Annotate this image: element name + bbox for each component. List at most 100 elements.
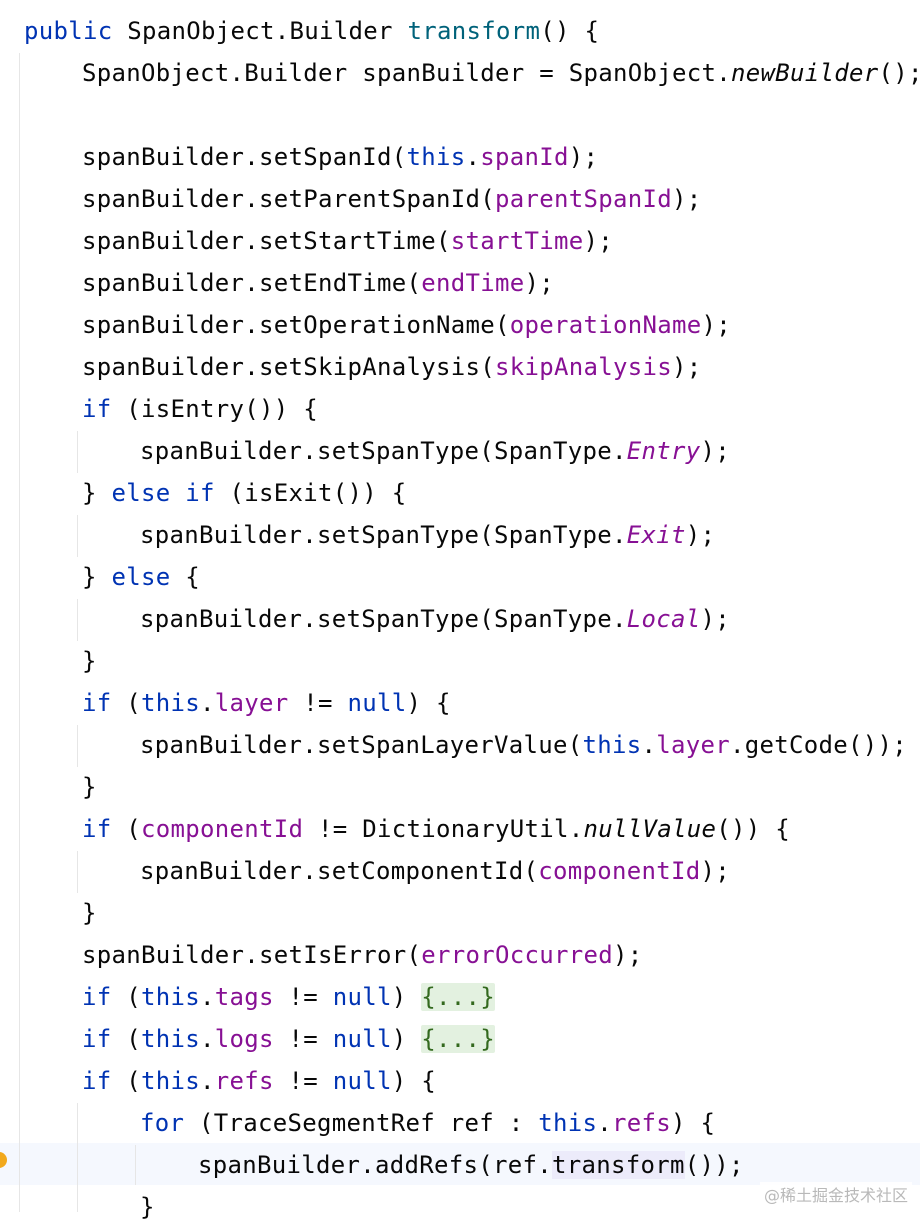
code-line[interactable]: spanBuilder.setSkipAnalysis(skipAnalysis… bbox=[82, 346, 701, 388]
code-token: . bbox=[597, 1109, 612, 1137]
code-token: () { bbox=[540, 17, 600, 45]
code-token: ( bbox=[111, 1025, 141, 1053]
code-token: . bbox=[200, 1025, 215, 1053]
keyword-token: if bbox=[82, 689, 112, 717]
code-line[interactable]: } bbox=[82, 640, 97, 682]
code-line[interactable]: } bbox=[82, 892, 97, 934]
code-token: . bbox=[465, 143, 481, 171]
field-token: endTime bbox=[421, 269, 525, 297]
indent-guide-if-layer bbox=[77, 725, 78, 767]
code-token: . bbox=[200, 689, 215, 717]
code-line[interactable]: spanBuilder.setComponentId(componentId); bbox=[140, 850, 730, 892]
code-line[interactable]: spanBuilder.setSpanType(SpanType.Entry); bbox=[140, 430, 730, 472]
field-token: logs bbox=[214, 1025, 274, 1053]
enum-constant-token: Entry bbox=[626, 437, 701, 465]
indent-guide-if-refs bbox=[77, 1103, 78, 1212]
code-token: != DictionaryUtil. bbox=[303, 815, 584, 843]
code-token: spanBuilder.addRefs(ref. bbox=[198, 1151, 552, 1179]
folded-block[interactable]: {...} bbox=[421, 1025, 495, 1053]
code-token: ) { bbox=[391, 1067, 436, 1095]
code-token: (isEntry()) { bbox=[111, 395, 318, 423]
code-token: != bbox=[288, 689, 348, 717]
code-line[interactable]: spanBuilder.setSpanLayerValue(this.layer… bbox=[140, 724, 907, 766]
field-token: layer bbox=[214, 689, 289, 717]
code-line[interactable]: if (this.layer != null) { bbox=[82, 682, 451, 724]
code-token: spanBuilder.setSpanType(SpanType. bbox=[140, 437, 627, 465]
code-line[interactable]: if (this.tags != null) {...} bbox=[82, 976, 495, 1018]
code-token: ); bbox=[700, 857, 730, 885]
keyword-token: this bbox=[538, 1109, 598, 1137]
code-line[interactable]: spanBuilder.setParentSpanId(parentSpanId… bbox=[82, 178, 701, 220]
field-token: operationName bbox=[509, 311, 702, 339]
code-token: SpanObject.Builder spanBuilder = SpanObj… bbox=[82, 59, 731, 87]
code-line[interactable]: } else if (isExit()) { bbox=[82, 472, 407, 514]
code-line[interactable]: } bbox=[82, 766, 97, 808]
code-token: ) { bbox=[406, 689, 451, 717]
code-token: ); bbox=[671, 185, 702, 213]
code-token: != bbox=[273, 983, 333, 1011]
keyword-token: this bbox=[141, 1025, 200, 1053]
code-token: spanBuilder.setSpanId( bbox=[82, 143, 407, 171]
code-token: ); bbox=[700, 437, 730, 465]
code-line[interactable]: spanBuilder.setIsError(errorOccurred); bbox=[82, 934, 642, 976]
code-token: spanBuilder.setComponentId( bbox=[140, 857, 539, 885]
code-line[interactable]: public SpanObject.Builder transform() { bbox=[24, 10, 599, 52]
field-token: startTime bbox=[450, 227, 584, 255]
code-token: } bbox=[82, 563, 112, 591]
keyword-token: if bbox=[82, 815, 112, 843]
code-token: ); bbox=[524, 269, 554, 297]
code-line[interactable]: if (this.refs != null) { bbox=[82, 1060, 436, 1102]
code-token: (); bbox=[878, 59, 920, 87]
code-line[interactable]: SpanObject.Builder spanBuilder = SpanObj… bbox=[82, 52, 920, 94]
code-token: .getCode()); bbox=[729, 731, 907, 759]
keyword-token: null bbox=[347, 689, 407, 717]
indent-guide-for-refs bbox=[135, 1145, 136, 1185]
code-line[interactable]: spanBuilder.setSpanId(this.spanId); bbox=[82, 136, 598, 178]
breakpoint-dot-icon[interactable] bbox=[0, 1152, 7, 1168]
code-line[interactable]: spanBuilder.setSpanType(SpanType.Exit); bbox=[140, 514, 715, 556]
code-token: ) bbox=[391, 1025, 422, 1053]
code-line[interactable]: spanBuilder.setStartTime(startTime); bbox=[82, 220, 613, 262]
code-token: ); bbox=[612, 941, 643, 969]
code-token: ); bbox=[700, 605, 730, 633]
code-line[interactable]: spanBuilder.setSpanType(SpanType.Local); bbox=[140, 598, 730, 640]
code-token: ) { bbox=[670, 1109, 716, 1137]
code-token: spanBuilder.setStartTime( bbox=[82, 227, 451, 255]
code-line[interactable]: spanBuilder.addRefs(ref.transform()); bbox=[198, 1144, 744, 1186]
code-line[interactable]: if (isEntry()) { bbox=[82, 388, 318, 430]
code-token: spanBuilder.setIsError( bbox=[82, 941, 422, 969]
code-token: ); bbox=[583, 227, 613, 255]
keyword-token: else if bbox=[111, 479, 215, 507]
watermark: @稀土掘金技术社区 bbox=[759, 1182, 912, 1206]
keyword-token: if bbox=[82, 395, 112, 423]
code-token: spanBuilder.setSpanType(SpanType. bbox=[140, 521, 627, 549]
code-line[interactable]: if (componentId != DictionaryUtil.nullVa… bbox=[82, 808, 790, 850]
keyword-token: this bbox=[582, 731, 642, 759]
code-line[interactable]: if (this.logs != null) {...} bbox=[82, 1018, 495, 1060]
code-token: ()) { bbox=[716, 815, 790, 843]
code-token: spanBuilder.setParentSpanId( bbox=[82, 185, 495, 213]
code-line[interactable]: } else { bbox=[82, 556, 200, 598]
keyword-token: public bbox=[24, 17, 128, 45]
keyword-token: null bbox=[332, 1067, 392, 1095]
field-token: componentId bbox=[538, 857, 701, 885]
code-line[interactable]: } bbox=[140, 1186, 155, 1228]
code-token: (isExit()) { bbox=[214, 479, 407, 507]
code-line[interactable]: spanBuilder.setOperationName(operationNa… bbox=[82, 304, 731, 346]
code-line[interactable]: spanBuilder.setEndTime(endTime); bbox=[82, 262, 554, 304]
code-token: } bbox=[82, 773, 97, 801]
code-token: spanBuilder.setSpanType(SpanType. bbox=[140, 605, 627, 633]
folded-block[interactable]: {...} bbox=[421, 983, 495, 1011]
code-line[interactable]: for (TraceSegmentRef ref : this.refs) { bbox=[140, 1102, 715, 1144]
code-token: } bbox=[140, 1193, 155, 1221]
keyword-token: null bbox=[332, 1025, 392, 1053]
code-token: ( bbox=[111, 815, 141, 843]
code-token: ( bbox=[111, 1067, 141, 1095]
indent-guide-else bbox=[77, 599, 78, 641]
keyword-token: for bbox=[140, 1109, 185, 1137]
code-token: != bbox=[273, 1025, 333, 1053]
code-token: SpanObject.Builder bbox=[127, 17, 408, 45]
keyword-token: this bbox=[141, 983, 200, 1011]
indent-guide-if-component bbox=[77, 851, 78, 893]
